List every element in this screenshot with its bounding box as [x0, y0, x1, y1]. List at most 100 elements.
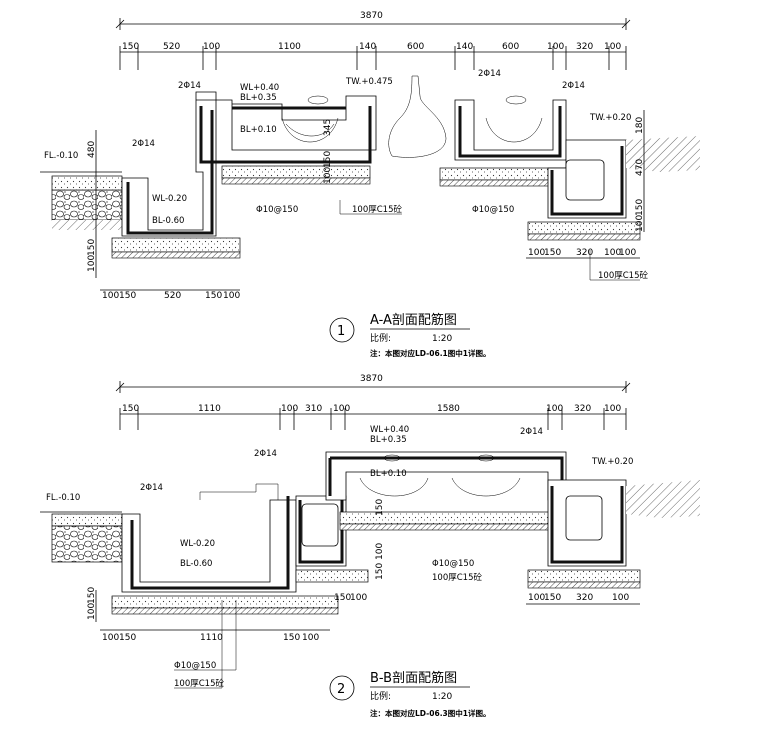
stirrup-label-b: Φ10@150: [432, 559, 474, 569]
dim-text: 100: [604, 42, 621, 52]
dim-text: 150: [635, 199, 645, 216]
soil-right-2: [626, 480, 700, 518]
scale-value: 1:20: [432, 334, 452, 344]
paving-left-2: [51, 513, 123, 527]
dim-text: 150: [205, 291, 222, 301]
drain-base-slab: [527, 221, 641, 235]
dim-text: 1100: [278, 42, 301, 52]
note-text: 注：本图对应LD-06.3图中1详图。: [370, 708, 490, 718]
dim-text: 140: [456, 42, 473, 52]
wl-high-label: WL+0.40: [370, 425, 409, 435]
section-title: B-B剖面配筋图: [370, 670, 457, 686]
rebar-drain-right-2: [550, 486, 624, 564]
fl-label: FL.-0.10: [44, 151, 78, 161]
basin-bowl-right: [485, 95, 543, 143]
base-hatch-left: [111, 251, 241, 259]
dim-text: 100: [604, 248, 621, 258]
bottom-dimensions-2: 100 150 1110 150 100 150 100 100 150 320…: [87, 499, 640, 643]
section-number: 2: [337, 682, 345, 697]
dim-text: 520: [164, 291, 181, 301]
base-slab-mid-2: [295, 569, 369, 583]
scale-value: 1:20: [432, 692, 452, 702]
rebar-drain-left-2: [298, 500, 344, 564]
dim-text: 100: [635, 215, 645, 232]
dim-text: 150: [375, 563, 385, 580]
dim-text: 150: [375, 499, 385, 516]
dim-text: 600: [407, 42, 424, 52]
upper-hatch-left: [221, 177, 371, 185]
bl-high-label: BL+0.35: [240, 93, 277, 103]
paving-left: [51, 175, 123, 191]
rebar-label-c: 2Φ14: [520, 427, 543, 437]
tw-label-2: TW.+0.20: [589, 113, 631, 123]
dim-text: 100: [375, 543, 385, 560]
dim-text: 150: [122, 42, 139, 52]
drain-box-opening-left: [301, 503, 339, 547]
dim-text: 100: [612, 593, 629, 603]
dim-text: 520: [163, 42, 180, 52]
tw-label: TW.+0.20: [591, 457, 633, 467]
annotations-1: FL.-0.10 WL-0.20 BL-0.60 WL+0.40 BL+0.35…: [44, 69, 648, 281]
dim-text: 100: [350, 593, 367, 603]
rebar-upper-left: [199, 106, 372, 164]
pool-wall-main-2: [121, 499, 297, 593]
section-title: A-A剖面配筋图: [370, 312, 457, 328]
overall-dim-text: 3870: [360, 374, 383, 384]
dim-text: 100: [528, 248, 545, 258]
drain-box-opening-right: [565, 495, 603, 541]
upper-basin-2: [325, 451, 567, 501]
upper-hatch-2: [339, 523, 551, 531]
dim-text: 100: [87, 255, 97, 272]
dim-text: 320: [574, 404, 591, 414]
drain-base-hatch: [527, 233, 641, 241]
soil-left: [52, 220, 122, 230]
dim-text: 100: [333, 404, 350, 414]
dim-text: 600: [502, 42, 519, 52]
dim-text: 150: [122, 404, 139, 414]
dim-text: 100: [203, 42, 220, 52]
basin-bowls-2: [359, 454, 521, 497]
dim-text: 320: [576, 42, 593, 52]
dim-text: 150: [119, 291, 136, 301]
rebar-drain: [550, 146, 624, 216]
gravel-bed-left: [51, 189, 123, 221]
dim-text: 150: [334, 593, 351, 603]
wl-low-label: WL-0.20: [152, 194, 187, 204]
section-number-circle: [329, 317, 355, 343]
dim-text: 150: [283, 633, 300, 643]
dim-text: 100: [528, 593, 545, 603]
base-hatch-right-2: [527, 581, 641, 589]
base-hatch-main-2: [111, 607, 339, 615]
dim-text: 100: [546, 404, 563, 414]
slab-label-b: 100厚C15砼: [432, 572, 482, 583]
base-slab-right-2: [527, 569, 641, 583]
rebar-u-left: [126, 110, 214, 235]
fl-label: FL.-0.10: [46, 493, 80, 503]
stirrup-label-b: Φ10@150: [472, 205, 514, 215]
drain-opening: [565, 159, 605, 201]
rebar-u-main-2: [130, 496, 290, 590]
base-slab-main-2: [111, 595, 339, 609]
dim-text: 320: [576, 248, 593, 258]
bottom-dimensions-1: 100 150 520 150 100 100 150 320 100 100 …: [87, 110, 645, 301]
dim-text: 1580: [437, 404, 460, 414]
wl-high-label: WL+0.40: [240, 83, 279, 93]
basin-bowl-left: [281, 95, 339, 143]
base-slab-left: [111, 237, 241, 253]
bl-mid-label: BL+0.10: [240, 125, 277, 135]
section-number-circle: [329, 675, 355, 701]
section-aa: 3870 150 520 100 1100 140 600 140 600 10…: [40, 11, 700, 358]
dim-text: 100: [102, 291, 119, 301]
rebar-right-basin: [458, 106, 562, 158]
wl-low-label: WL-0.20: [180, 539, 215, 549]
bl-low-label: BL-0.60: [180, 559, 212, 569]
scale-label: 比例:: [370, 332, 391, 344]
upper-slab-2: [339, 511, 551, 525]
dim-text: 100: [102, 633, 119, 643]
dim-text: 100: [547, 42, 564, 52]
dim-text: 150: [323, 151, 333, 168]
section-bb: 3870 150 1110 100 310 100 1580 100 320 1…: [40, 374, 700, 718]
stirrup-label: Φ10@150: [174, 661, 216, 671]
overall-dim-text: 3870: [360, 11, 383, 21]
